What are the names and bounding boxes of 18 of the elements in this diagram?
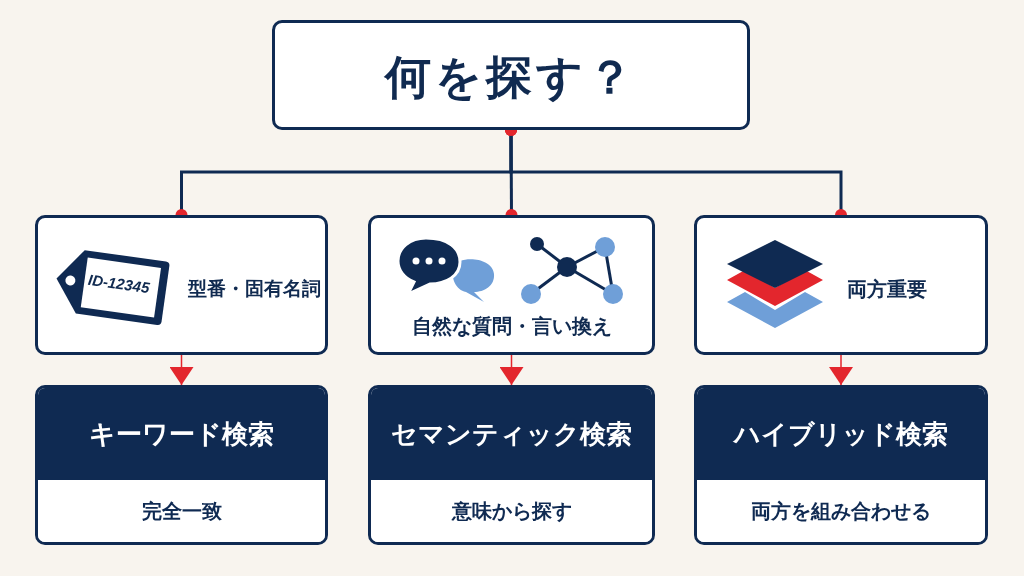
card-heading: セマンティック検索	[371, 388, 652, 480]
method-card	[694, 385, 988, 545]
category-text: 型番・固有名詞	[188, 277, 321, 301]
card-heading: キーワード検索	[38, 388, 325, 480]
category-box	[35, 215, 328, 355]
arrow	[169, 354, 194, 386]
card-heading: ハイブリッド検索	[697, 388, 985, 480]
category-text: 自然な質問・言い換え	[410, 314, 613, 339]
title-text: 何を探す？	[383, 50, 638, 105]
category-text: 両方重要	[847, 277, 927, 302]
method-card	[368, 385, 655, 545]
category-box	[694, 215, 988, 355]
id-label: ID-12345	[87, 270, 151, 297]
method-card	[35, 385, 328, 545]
arrow	[829, 354, 853, 386]
category-box	[368, 215, 655, 355]
arrow	[499, 354, 524, 386]
title-box	[272, 20, 750, 130]
